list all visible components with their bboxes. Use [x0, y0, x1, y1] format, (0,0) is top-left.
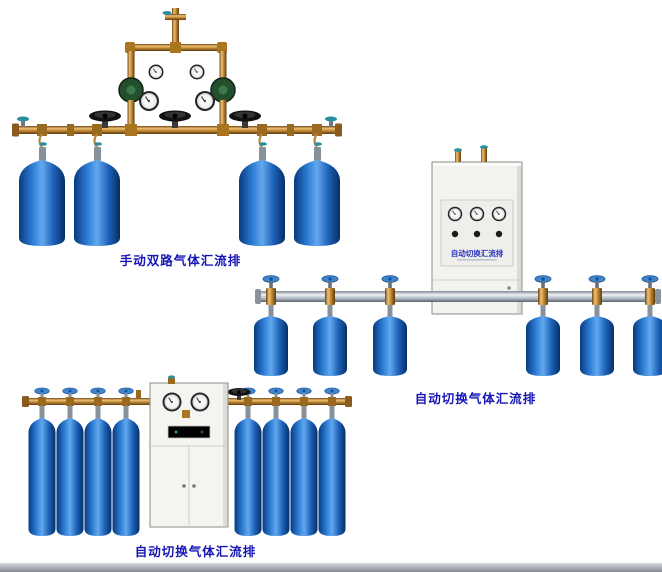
gas-cylinder	[74, 147, 120, 246]
caption-auto-switch-manifold: 自动切换气体汇流排	[414, 391, 537, 406]
caption-auto-switch-manifold-2: 自动切换气体汇流排	[134, 544, 257, 559]
steel-manifold-tube	[255, 288, 661, 305]
pressure-gauge	[148, 64, 164, 80]
pressure-gauge	[138, 90, 160, 112]
gas-cylinder	[313, 316, 347, 376]
cylinder-bank	[254, 305, 662, 376]
main-manifold-pipe	[12, 123, 342, 137]
cylinder-valve-wheels	[262, 275, 659, 290]
control-knob	[473, 230, 481, 238]
door-handle	[507, 286, 511, 290]
gas-cylinder	[294, 147, 340, 246]
photo-manual-dual-manifold	[12, 8, 342, 246]
gas-cylinder	[239, 147, 285, 246]
manifold-handwheel-valve	[159, 110, 191, 128]
pressure-gauge	[189, 64, 205, 80]
regulator-drop-pipe	[219, 100, 227, 128]
manifold-handwheel-valve	[227, 388, 251, 400]
end-valve	[325, 116, 337, 127]
gas-cylinder	[28, 418, 56, 536]
gas-cylinder	[318, 418, 346, 536]
manifold-handwheel-valve	[229, 110, 261, 128]
pressure-gauge	[189, 391, 211, 413]
gas-cylinder	[254, 316, 288, 376]
cabinet-label-text: 自动切换汇流排	[451, 248, 504, 258]
door-handle	[182, 484, 186, 488]
photo-auto-switch-manifold-8cyl	[22, 375, 352, 536]
door-handle	[192, 484, 196, 488]
photo-auto-switch-manifold-cabinet: 自动切换汇流排	[254, 145, 662, 376]
gas-cylinder	[234, 418, 262, 536]
gas-cylinder	[633, 316, 662, 376]
control-cabinet: 自动切换汇流排	[431, 161, 523, 315]
regulator-drop-pipe	[127, 100, 135, 128]
gas-cylinder	[373, 316, 407, 376]
control-knob	[451, 230, 459, 238]
caption-manual-dual-manifold: 手动双路气体汇流排	[119, 253, 242, 268]
end-valve	[17, 116, 29, 127]
gas-cylinder	[526, 316, 560, 376]
pressure-gauge	[447, 206, 463, 222]
gas-cylinder	[19, 147, 65, 246]
top-riser-pipe	[162, 8, 186, 46]
manifold-handwheel-valve	[89, 110, 121, 128]
bottom-partial-image	[0, 563, 662, 572]
gas-cylinder	[112, 418, 140, 536]
pressure-gauge	[469, 206, 485, 222]
cylinder-bank	[28, 387, 346, 536]
gas-cylinder	[580, 316, 614, 376]
pressure-gauge	[491, 206, 507, 222]
gas-cylinder	[84, 418, 112, 536]
control-knob	[495, 230, 503, 238]
pressure-gauge	[194, 90, 216, 112]
gas-cylinder	[262, 418, 290, 536]
control-cabinet	[149, 375, 229, 528]
gas-cylinder	[56, 418, 84, 536]
cabinet-top-fittings	[454, 145, 488, 162]
gas-cylinder	[290, 418, 318, 536]
upper-header-pipe	[125, 42, 227, 77]
pressure-gauge	[161, 391, 183, 413]
cylinder-bank	[19, 133, 340, 246]
